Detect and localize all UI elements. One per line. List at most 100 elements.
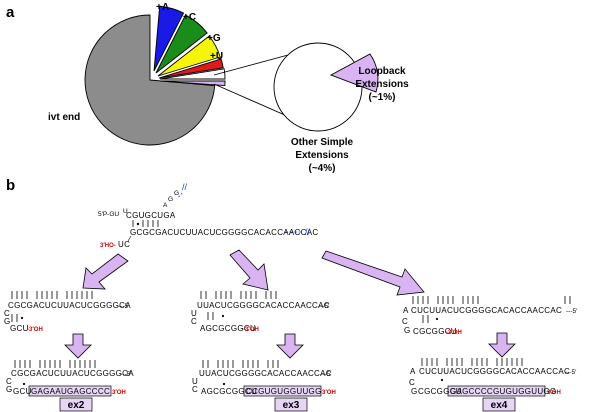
label-plus-u: +U: [210, 51, 223, 62]
loopback-label-1: Loopback: [358, 66, 406, 77]
hairpin-connector: [127, 235, 132, 242]
hairpin-break-right: //: [305, 227, 311, 237]
pie-chart: [84, 5, 226, 146]
panel-a-label: a: [6, 4, 15, 21]
ex4-ext-top: CUCUUACUCGGGGCACACCAACCAC: [419, 367, 570, 376]
ex4-ext-bottom-boxed: GAGCCCCGUGUGGUUGG: [450, 387, 556, 396]
ex2-label: ex2: [68, 400, 85, 411]
ex4-dashes: ---5′: [566, 308, 578, 315]
ex3-left-2: C: [191, 317, 197, 326]
ex2-left-1: C: [4, 309, 10, 318]
ex2-extension-box: [28, 385, 112, 397]
plus-g-slice: [157, 35, 221, 77]
ex3-left-1: U: [191, 309, 197, 318]
ex2-ext-dashes: ---5′: [120, 371, 132, 378]
ex2-three-prime: -3′OH: [27, 327, 43, 333]
hairpin-dash-top: [177, 192, 183, 199]
label-plus-a: +A: [156, 2, 169, 13]
ex3-bottom: AGCGCGGCU: [200, 324, 256, 333]
ex4-ext-dashes: ---5′: [565, 369, 577, 376]
ivt-end-slice: [84, 14, 216, 146]
svg-text:G: G: [411, 387, 418, 396]
ex3-extension-box: [243, 385, 322, 397]
loopback-label-2: Extensions: [355, 79, 409, 90]
ex3-label: ex3: [283, 400, 300, 411]
ex4-ext-bottom-plain: CGCGGCU: [418, 387, 462, 396]
arrow-to-ex2: [82, 253, 129, 290]
ex4-three-prime: -3′OH: [446, 330, 462, 336]
other-label-1: Other Simple: [291, 137, 354, 148]
ex3-ext-bottom-boxed: CCGUGUGGUUGG: [246, 387, 322, 396]
ex4-label: ex4: [491, 400, 508, 411]
ex4-ext-three-prime: 3′OH: [547, 390, 561, 396]
hairpin-gu-dot: [136, 222, 140, 226]
hairpin-loop-upper: CGUGCUGA: [126, 211, 176, 220]
ex2-ext-top: CGCGACUCUUACUCGGGGCA: [11, 369, 134, 378]
other-label-3: (~4%): [309, 163, 336, 174]
loopback-slice: [329, 53, 379, 93]
ex3-three-prime: -3′OH: [243, 327, 259, 333]
product-ex4: CUCUUACUCGGGGCACACCAACCAC ---5′ A C G CG…: [402, 296, 578, 412]
hairpin-strand: GCGCGACUCUUACUCGGGGCACACCAACCAC: [130, 228, 318, 237]
label-ivt-end: ivt end: [48, 112, 80, 123]
arrow-to-ex4: [321, 250, 425, 296]
hairpin-structure: 5′P-GU U CGUGCUGA A G G // GCGCGACUCUUAC…: [98, 182, 318, 249]
plus-a-slice: [153, 5, 185, 72]
ex4-left-1: A: [403, 306, 409, 315]
ex4-top-strand: CUCUUACUCGGGGCACACCAACCAC: [411, 306, 562, 315]
ex3-ext-dashes: ---5′: [320, 371, 332, 378]
hairpin-three-prime: 3′HO-: [100, 243, 116, 249]
ex4-extension-box: [447, 385, 546, 397]
other-label-2: Extensions: [295, 150, 349, 161]
loopback-sliver: [159, 80, 226, 87]
ex3-ext-top: UUACUCGGGGCACACCAACCAC: [199, 369, 332, 378]
svg-text:C: C: [6, 377, 12, 386]
big-arrows: [82, 249, 425, 296]
zoom-pie: [273, 42, 363, 132]
product-ex2: CGCGACUCUUACUCGGGGCA ---5′ C G GCU -3′OH…: [4, 291, 134, 412]
hairpin-break-top: //: [182, 182, 188, 192]
hairpin-loop-g1: G: [168, 196, 173, 203]
svg-text:A: A: [410, 367, 416, 376]
ex2-dashes: ---5′: [118, 303, 130, 310]
plus-c-slice: [155, 14, 208, 74]
product-ex3: UUACUCGGGGCACACCAACCAC ---5′ U C AGCGCGG…: [191, 291, 336, 412]
ex2-top-strand: CGCGACUCUUACUCGGGGCA: [8, 301, 131, 310]
ex3-ext-three-prime: 3′OH: [322, 390, 336, 396]
svg-text:G: G: [6, 385, 13, 394]
ex3-small-arrow: [276, 333, 304, 359]
loopback-label-3: (~1%): [369, 92, 396, 103]
ex4-label-box: [482, 397, 516, 412]
hairpin-loop-g2: G: [174, 190, 179, 197]
ex3-top-strand: UUACUCGGGGCACACCAACCAC: [197, 301, 330, 310]
arrow-to-ex3: [229, 249, 269, 291]
label-plus-g: +G: [207, 33, 221, 44]
other-extensions-slice: [159, 68, 226, 80]
svg-text:C: C: [409, 378, 415, 387]
ex2-ext-bottom-plain: GCU: [13, 387, 32, 396]
ex2-left-2: G: [4, 317, 11, 326]
svg-text:U: U: [192, 377, 198, 386]
ex3-ext-bottom-plain: AGCGCGGCU: [201, 387, 257, 396]
hairpin-upper-u: U: [123, 208, 128, 215]
hairpin-five-prime: 5′P-GU: [98, 211, 119, 218]
label-plus-c: +C: [183, 12, 196, 23]
ex4-small-arrow: [488, 332, 516, 358]
hairpin-pair-ticks: [132, 220, 159, 227]
ex2-ext-three-prime: 3′OH: [112, 390, 126, 396]
ex3-dashes: ---5′: [318, 303, 330, 310]
ex2-bottom: GCU: [10, 324, 29, 333]
ex3-label-box: [274, 397, 308, 412]
svg-text:C: C: [192, 385, 198, 394]
plus-u-slice: [158, 58, 224, 79]
ex4-bottom: CGCGGCU: [413, 327, 457, 336]
ex2-ext-bottom-boxed: GAGAAUGAGCCCC: [31, 387, 110, 396]
panel-b-label: b: [6, 177, 15, 194]
ex2-small-arrow: [64, 333, 92, 359]
ex4-left-3: G: [404, 326, 411, 335]
hairpin-loop-a: A: [163, 202, 168, 209]
hairpin-left-bottom: UC: [118, 240, 130, 249]
ex2-label-box: [59, 397, 93, 412]
ex4-left-2: C: [402, 317, 408, 326]
